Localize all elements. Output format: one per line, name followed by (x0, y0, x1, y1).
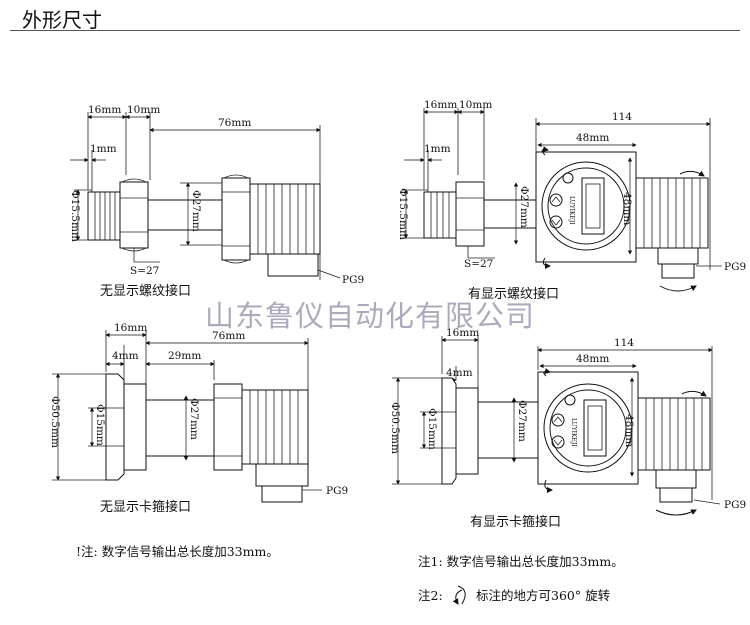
brand-b: LUYIKEJI (568, 196, 575, 225)
dim-d-phi27: Φ27mm (516, 400, 528, 442)
dim-a-phi15: Φ15.5mm (69, 190, 81, 242)
dim-c-phi50: Φ50.5mm (49, 396, 61, 448)
dim-c-16mm: 16mm (114, 322, 147, 334)
dim-c-29mm: 29mm (168, 350, 201, 362)
caption-c: 无显示卡箍接口 (100, 499, 191, 515)
dim-a-76mm: 76mm (218, 117, 251, 129)
dim-b-phi15: Φ15.5mm (397, 188, 409, 240)
diagram-thread-with-display (402, 108, 722, 292)
caption-b: 有显示螺纹接口 (468, 286, 559, 302)
dim-a-pg9: PG9 (342, 274, 364, 286)
dim-b-48mm-w: 48mm (576, 132, 609, 144)
dim-d-114: 114 (614, 337, 634, 349)
note-right-2-text: 标注的地方可360° 旋转 (476, 588, 610, 603)
dim-a-16mm: 16mm (88, 104, 121, 116)
dim-b-phi27: Φ27mm (518, 186, 530, 228)
dim-d-48mm-w: 48mm (576, 353, 609, 365)
dim-b-1mm: 1mm (424, 143, 451, 155)
note-right-2-prefix: 注2: (418, 588, 443, 603)
dim-c-phi27: Φ27mm (188, 398, 200, 440)
dim-b-16mm: 16mm (424, 99, 457, 111)
dim-b-10mm: 10mm (459, 99, 492, 111)
caption-a: 无显示螺纹接口 (100, 283, 191, 299)
dim-c-phi15: Φ15mm (94, 404, 106, 446)
diagram-thread-no-display (70, 112, 341, 280)
note-right-1: 注1: 数字信号输出总长度加33mm。 (418, 554, 624, 569)
dim-b-114: 114 (612, 111, 632, 123)
dim-d-phi15: Φ15mm (426, 408, 438, 450)
dim-d-4mm: 4mm (446, 367, 473, 379)
dim-a-phi27: Φ27mm (190, 190, 202, 232)
brand-d: LUYIKEJI (570, 418, 577, 447)
dim-b-pg9: PG9 (724, 261, 746, 273)
page-title: 外形尺寸 (22, 8, 102, 32)
dim-c-pg9: PG9 (326, 485, 348, 497)
dim-a-1mm: 1mm (90, 143, 117, 155)
watermark-company: 山东鲁仪自动化有限公司 (205, 299, 535, 333)
dim-a-10mm: 10mm (127, 104, 160, 116)
diagram-clamp-no-display (52, 330, 322, 503)
rotate-symbol-icon (452, 585, 466, 605)
dim-d-16mm: 16mm (446, 327, 479, 339)
dim-c-4mm: 4mm (112, 350, 139, 362)
dim-d-phi50: Φ50.5mm (389, 402, 401, 454)
title-divider (10, 30, 740, 31)
dim-d-48mm-h: 48mm (623, 414, 635, 447)
dim-b-s27: S=27 (464, 258, 493, 270)
dim-c-76mm: 76mm (212, 330, 245, 342)
dim-d-pg9: PG9 (724, 499, 746, 511)
caption-d: 有显示卡箍接口 (470, 514, 561, 530)
diagram-clamp-with-display (392, 336, 721, 516)
dim-b-48mm-h: 48mm (621, 192, 633, 225)
note-left: !注: 数字信号输出总长度加33mm。 (76, 544, 279, 559)
dim-a-s27: S=27 (130, 265, 159, 277)
